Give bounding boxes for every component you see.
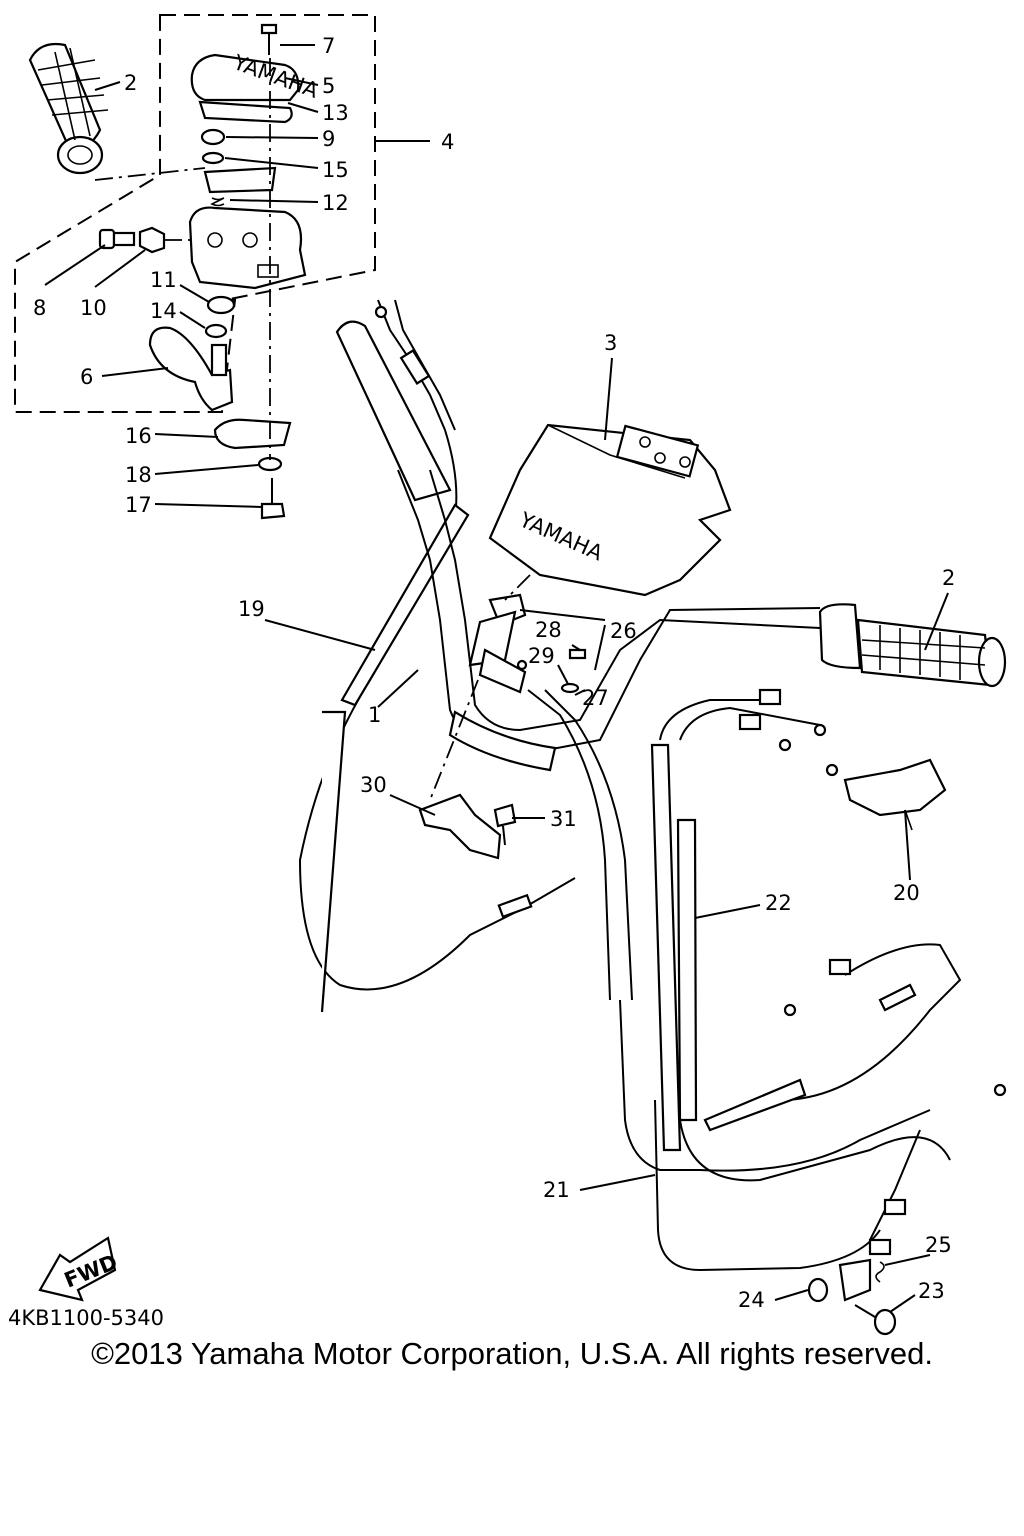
callout-15: 15 — [322, 158, 349, 182]
bolt-8 — [98, 228, 136, 250]
grip-to-housing-line — [94, 167, 206, 181]
bolt-17 — [260, 478, 286, 520]
callout-14: 14 — [150, 299, 177, 323]
bolt-31 — [493, 803, 517, 846]
bracket-30 — [418, 793, 502, 860]
clamp-16 — [213, 418, 292, 450]
cover-to-switch-line — [504, 574, 531, 601]
callout-1: 1 — [368, 703, 381, 727]
callout-10: 10 — [80, 296, 107, 320]
callout-13: 13 — [322, 101, 349, 125]
cable-adjuster — [838, 1129, 921, 1302]
callout-23: 23 — [918, 1279, 945, 1303]
callout-2-right: 2 — [942, 566, 955, 590]
callout-25: 25 — [925, 1233, 952, 1257]
callout-9: 9 — [322, 127, 335, 151]
pin-25 — [875, 1261, 885, 1283]
callout-26: 26 — [610, 619, 637, 643]
washer-14 — [204, 323, 228, 339]
callout-29: 29 — [528, 644, 555, 668]
switch-to-bracket-line — [429, 679, 479, 801]
throttle-cable — [298, 299, 576, 1013]
washer-24 — [807, 1277, 829, 1303]
throttle-lever — [148, 326, 234, 412]
callout-31: 31 — [550, 807, 577, 831]
callout-21: 21 — [543, 1178, 570, 1202]
callout-18: 18 — [125, 463, 152, 487]
nut-9 — [200, 128, 226, 146]
callout-2-left: 2 — [124, 71, 137, 95]
callout-16: 16 — [125, 424, 152, 448]
right-grip — [818, 603, 1007, 688]
parking-cable — [619, 943, 1007, 1272]
callout-5: 5 — [322, 74, 335, 98]
brake-switch — [825, 758, 947, 831]
brake-cable — [527, 688, 827, 1152]
leader-lines — [44, 44, 949, 1313]
cover-gasket — [198, 100, 293, 124]
handlebar — [335, 320, 821, 772]
copyright-notice: ©2013 Yamaha Motor Corporation, U.S.A. A… — [91, 1336, 933, 1371]
handlebar-cover: YAMAHA — [488, 423, 732, 597]
throttle-lever-plate — [203, 166, 277, 194]
callout-22: 22 — [765, 891, 792, 915]
pin-23 — [854, 1304, 897, 1336]
callout-4: 4 — [441, 130, 454, 154]
callout-27: 27 — [582, 686, 609, 710]
screw-7 — [260, 23, 278, 55]
callout-11: 11 — [150, 268, 177, 292]
throttle-cover: YAMAHA — [190, 50, 322, 103]
callout-19: 19 — [238, 597, 265, 621]
callout-20: 20 — [893, 881, 920, 905]
spring-12 — [210, 197, 225, 207]
callout-8: 8 — [33, 296, 46, 320]
washer-15 — [201, 151, 225, 165]
throttle-housing — [188, 206, 307, 290]
nut-10 — [138, 226, 166, 254]
callout-28: 28 — [535, 618, 562, 642]
callout-6: 6 — [80, 365, 93, 389]
callout-7: 7 — [322, 34, 335, 58]
callout-3: 3 — [604, 331, 617, 355]
washer-11 — [206, 295, 236, 315]
callout-24: 24 — [738, 1288, 765, 1312]
brake-switch-assembly — [468, 593, 587, 694]
callout-30: 30 — [360, 773, 387, 797]
callout-17: 17 — [125, 493, 152, 517]
drawing-number: 4KB1100-5340 — [8, 1306, 164, 1330]
left-grip — [28, 42, 109, 175]
callout-12: 12 — [322, 191, 349, 215]
fwd-arrow-icon: FWD — [38, 1236, 121, 1302]
assembly-4-outline — [14, 14, 376, 413]
